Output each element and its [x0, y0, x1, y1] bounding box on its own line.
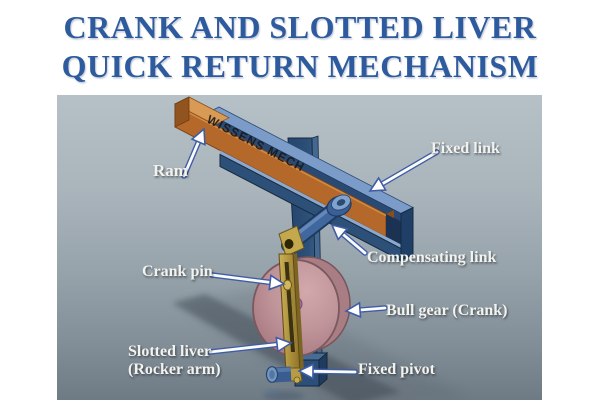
- link-boss: [326, 194, 352, 217]
- label-crank-pin: Crank pin: [142, 263, 213, 280]
- label-slotted-liver-line1: Slotted liver: [128, 343, 212, 360]
- ram-and-fixed-link: WISSENS MECH: [174, 96, 414, 262]
- mechanism-drawing: WISSENS MECH: [172, 96, 470, 400]
- fixed-link-bottom-lip: [220, 150, 401, 249]
- fixed-link-end-cap: [400, 206, 414, 262]
- label-fixed-link: Fixed link: [431, 140, 500, 157]
- lever-side-face: [293, 253, 304, 372]
- title-line-2: QUICK RETURN MECHANISM: [61, 48, 539, 84]
- fixed-pivot-arrow: [297, 363, 358, 380]
- label-ram: Ram: [153, 161, 188, 180]
- label-fixed-pivot: Fixed pivot: [358, 361, 435, 378]
- title-line-1: CRANK AND SLOTTED LIVER: [63, 9, 537, 45]
- fixed-link-interior: [386, 214, 401, 245]
- slotted-liver-arrow: [207, 336, 293, 355]
- annotation-arrows: [181, 127, 440, 380]
- bull-gear-arrow: [344, 301, 388, 319]
- crank-pin-arrow: [209, 272, 286, 291]
- label-compensating-link: Compensating link: [367, 249, 497, 266]
- mechanism-figure: WISSENS MECH: [57, 95, 542, 400]
- fixed-pivot: [265, 366, 292, 383]
- fixed-link-arrow: [368, 149, 440, 192]
- crank-pin: [283, 279, 292, 291]
- label-slotted-liver: Slotted liver (Rocker arm): [128, 343, 221, 379]
- page-title: CRANK AND SLOTTED LIVER QUICK RETURN MEC…: [0, 8, 600, 86]
- compensating-link-arrow: [330, 223, 368, 256]
- label-slotted-liver-line2: (Rocker arm): [128, 361, 221, 379]
- label-bull-gear: Bull gear (Crank): [386, 302, 508, 319]
- ram-end-cap: [174, 96, 190, 128]
- ram-arrow: [181, 127, 206, 179]
